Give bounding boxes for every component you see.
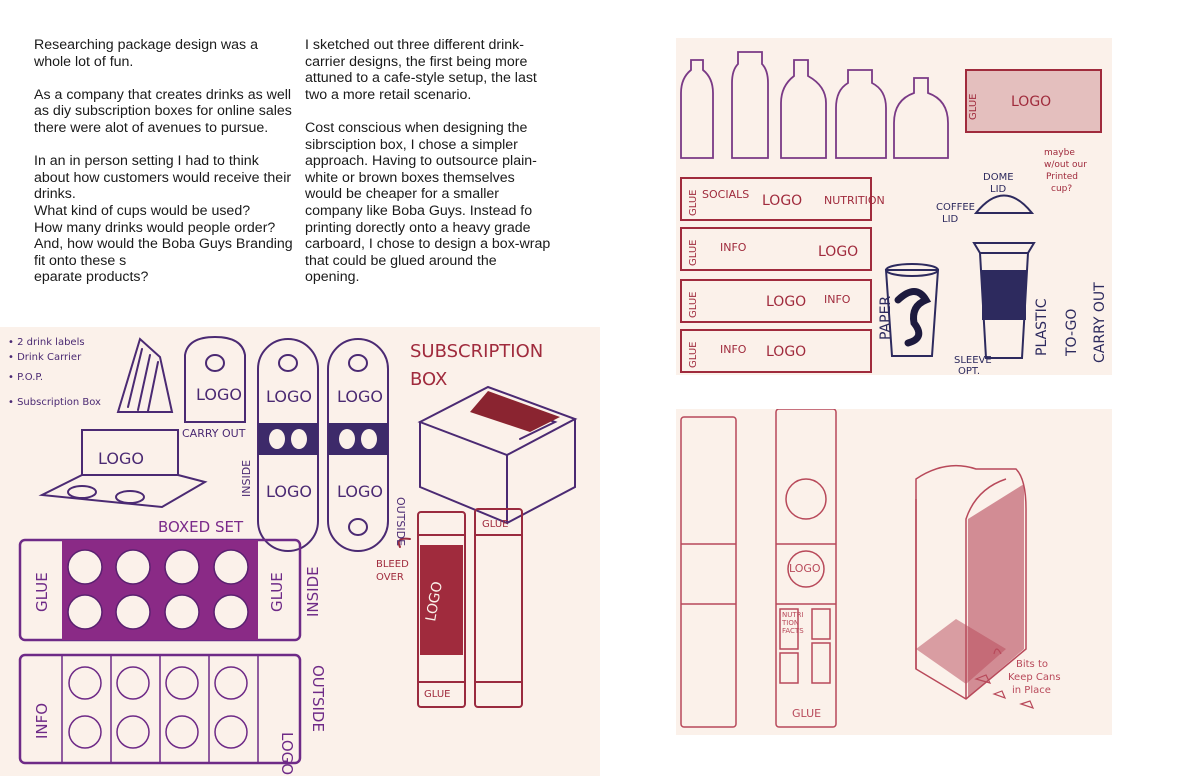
bits-note: in Place <box>1012 685 1051 696</box>
coffee-lid-label: COFFEE <box>936 202 975 213</box>
logo-label: LOGO <box>1011 94 1051 110</box>
glue-label: GLUE <box>688 342 699 368</box>
glue-label: GLUE <box>688 190 699 216</box>
can-box-sketch-panel: LOGO GLUE NUTRI TION FACTS Bits to Keep … <box>676 409 1112 735</box>
text-column-left: Researching package design was a whole l… <box>34 37 296 303</box>
nutrition-facts-label: FACTS <box>782 627 804 635</box>
logo-label: LOGO <box>196 385 242 404</box>
inside-label: INSIDE <box>304 566 322 617</box>
glue-label: GLUE <box>268 572 286 612</box>
maybe-note: w/out our <box>1044 160 1087 170</box>
logo-label: LOGO <box>98 449 144 468</box>
paper-label: PAPER <box>878 296 894 340</box>
maybe-note: cup? <box>1051 184 1072 194</box>
nutrition-label: NUTRITION <box>824 194 885 207</box>
outside-label: OUTSIDE <box>309 665 327 732</box>
carry-out-label: CARRY OUT <box>1092 282 1108 363</box>
note-item: • Subscription Box <box>8 397 101 408</box>
logo-label: LOGO <box>766 294 806 310</box>
glue-label: GLUE <box>33 572 51 612</box>
glue-label: GLUE <box>688 292 699 318</box>
to-go-label: TO-GO <box>1064 309 1080 357</box>
glue-label: GLUE <box>792 707 821 720</box>
note-item: • 2 drink labels <box>8 337 85 348</box>
logo-label: LOGO <box>423 580 446 622</box>
bleed-over-label: BLEED <box>376 559 409 570</box>
logo-label: LOGO <box>789 562 821 575</box>
outside-label: OUTSIDE <box>394 497 407 546</box>
paragraph: I sketched out three different drink-car… <box>305 37 537 103</box>
bits-note: Keep Cans <box>1008 672 1061 683</box>
coffee-lid-label: LID <box>942 214 959 225</box>
note-item: • P.O.P. <box>8 372 43 383</box>
glue-label: GLUE <box>424 689 450 700</box>
bottles-labels-sketch-panel: SOCIALS NUTRITION INFO INFO INFO LOGO LO… <box>676 38 1112 375</box>
sleeve-opt-label: OPT. <box>958 366 980 375</box>
info-label: INFO <box>824 293 851 306</box>
nutrition-facts-label: TION <box>781 619 799 627</box>
logo-label: LOGO <box>818 244 858 260</box>
drink-carrier-sketch-panel: • 2 drink labels • Drink Carrier • P.O.P… <box>0 327 600 776</box>
glue-label: GLUE <box>482 519 508 530</box>
nutrition-facts-label: NUTRI <box>782 611 804 619</box>
logo-label: LOGO <box>266 482 312 501</box>
paragraph: As a company that creates drinks as well… <box>34 86 292 136</box>
note-item: • Drink Carrier <box>8 352 82 363</box>
logo-label: LOGO <box>266 387 312 406</box>
carry-out-label: CARRY OUT <box>182 427 246 440</box>
sleeve-opt-label: SLEEVE <box>954 355 992 366</box>
bits-note: Bits to <box>1016 659 1048 670</box>
boxed-set-label: BOXED SET <box>158 518 244 536</box>
paragraph: Researching package design was a whole l… <box>34 37 258 70</box>
logo-label: LOGO <box>278 732 296 775</box>
paragraph: Cost conscious when designing the sibrsc… <box>305 119 551 286</box>
text-column-right: I sketched out three different drink-car… <box>305 37 555 303</box>
maybe-note: Printed <box>1046 172 1078 182</box>
glue-label: GLUE <box>968 94 979 120</box>
logo-label: LOGO <box>337 482 383 501</box>
info-label: INFO <box>33 703 51 739</box>
plastic-label: PLASTIC <box>1034 298 1050 356</box>
bleed-over-label: OVER <box>376 572 404 583</box>
glue-label: GLUE <box>688 240 699 266</box>
logo-label: LOGO <box>766 344 806 360</box>
dome-lid-label: LID <box>990 184 1007 195</box>
dome-lid-label: DOME <box>983 172 1014 183</box>
paragraph: In an in person setting I had to think a… <box>34 153 293 286</box>
socials-label: SOCIALS <box>702 188 749 201</box>
subscription-title: BOX <box>410 369 447 390</box>
inside-label: INSIDE <box>240 460 253 497</box>
logo-label: LOGO <box>337 387 383 406</box>
subscription-title: SUBSCRIPTION <box>410 341 543 362</box>
info-label: INFO <box>720 343 747 356</box>
maybe-note: maybe <box>1044 148 1075 158</box>
logo-label: LOGO <box>762 193 802 209</box>
info-label: INFO <box>720 241 747 254</box>
